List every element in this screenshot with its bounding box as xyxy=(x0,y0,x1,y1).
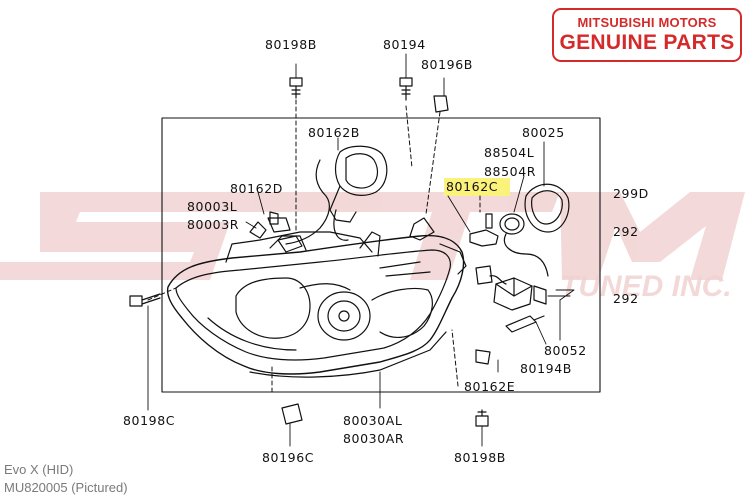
headlamp-housing xyxy=(166,234,465,375)
brand-tagline: GENUINE PARTS xyxy=(559,31,735,54)
igniter-80052 xyxy=(493,277,547,311)
label-88504R: 88504R xyxy=(484,164,537,179)
label-80194: 80194 xyxy=(383,37,426,52)
clip-80196B xyxy=(433,95,449,113)
label-80052: 80052 xyxy=(544,343,587,358)
assembly-frame xyxy=(161,117,601,393)
clip-80196C xyxy=(281,403,303,425)
highlight-80162C xyxy=(444,178,510,196)
screw-80194 xyxy=(399,77,413,101)
label-80003R: 80003R xyxy=(187,217,240,232)
label-80196C: 80196C xyxy=(262,450,315,465)
label-80162D: 80162D xyxy=(230,181,283,196)
socket-80162B xyxy=(334,145,388,196)
watermark-suffix: TUNED INC. xyxy=(560,270,732,303)
label-80162E: 80162E xyxy=(464,379,516,394)
screw-80198B-top xyxy=(289,77,303,99)
bulb-80162E xyxy=(475,349,491,365)
caption-part-number: MU820005 (Pictured) xyxy=(4,480,128,495)
label-80162B: 80162B xyxy=(308,125,360,140)
label-292-a: 292 xyxy=(613,224,639,239)
label-80194B: 80194B xyxy=(520,361,572,376)
genuine-parts-badge: MITSUBISHI MOTORS GENUINE PARTS xyxy=(552,8,742,62)
dust-cover-80025 xyxy=(524,183,570,233)
screw-80198B-bottom xyxy=(475,409,489,427)
caption-model: Evo X (HID) xyxy=(4,462,74,477)
label-88504L: 88504L xyxy=(484,145,535,160)
label-80003L: 80003L xyxy=(187,199,238,214)
label-80025: 80025 xyxy=(522,125,565,140)
connector-80194B xyxy=(505,315,545,333)
hid-bulb-80162C xyxy=(469,213,499,247)
label-80196B: 80196B xyxy=(421,57,473,72)
label-80162C: 80162C xyxy=(446,179,499,194)
label-80198B-bottom: 80198B xyxy=(454,450,506,465)
label-299D: 299D xyxy=(613,186,649,201)
label-80030AL: 80030AL xyxy=(343,413,403,428)
label-292-b: 292 xyxy=(613,291,639,306)
label-80198B-top: 80198B xyxy=(265,37,317,52)
label-80198C: 80198C xyxy=(123,413,176,428)
screw-80198C xyxy=(129,293,161,307)
brand-name: MITSUBISHI MOTORS xyxy=(577,15,717,30)
label-80030AR: 80030AR xyxy=(343,431,405,446)
bulb-ring-88504 xyxy=(499,213,525,235)
